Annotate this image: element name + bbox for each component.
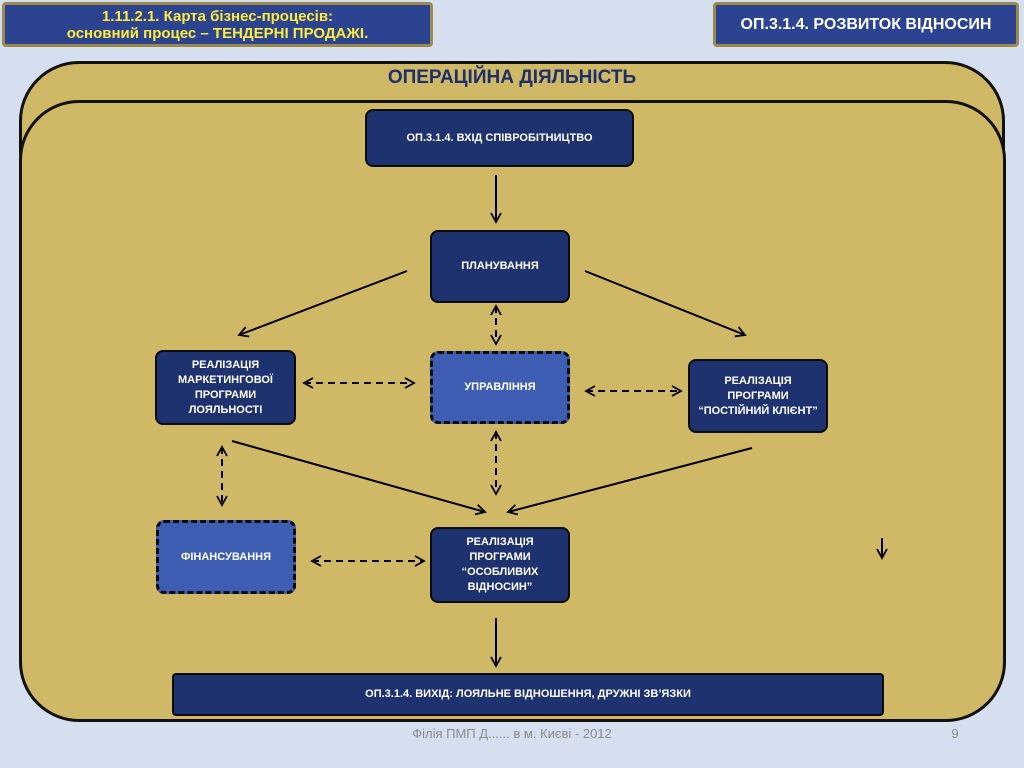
arrow-regular-client-to-special <box>506 447 753 516</box>
header-process-box: ОП.3.1.4. РОЗВИТОК ВІДНОСИН <box>713 2 1019 47</box>
node-input-label: ОП.3.1.4. ВХІД СПІВРОБІТНИЦТВО <box>406 131 593 144</box>
arrow-planning-to-loyalty <box>237 270 408 338</box>
node-input: ОП.3.1.4. ВХІД СПІВРОБІТНИЦТВО <box>365 109 634 167</box>
node-output-label: ОП.3.1.4. ВИХІД: ЛОЯЛЬНЕ ВІДНОШЕННЯ, ДРУ… <box>365 688 691 700</box>
header-title-line1: 1.11.2.1. Карта бізнес-процесів: <box>101 7 334 25</box>
page-number: 9 <box>951 726 959 741</box>
node-output: ОП.3.1.4. ВИХІД: ЛОЯЛЬНЕ ВІДНОШЕННЯ, ДРУ… <box>172 673 884 716</box>
node-management: УПРАВЛІННЯ <box>430 351 570 424</box>
node-loyalty-program: РЕАЛІЗАЦІЯ МАРКЕТИНГОВОЇ ПРОГРАМИ ЛОЯЛЬН… <box>155 350 296 425</box>
node-management-label: УПРАВЛІННЯ <box>464 381 536 393</box>
header-title-line2: основний процес – ТЕНДЕРНІ ПРОДАЖІ. <box>66 24 369 42</box>
node-financing-label: ФІНАНСУВАННЯ <box>180 550 272 563</box>
node-planning: ПЛАНУВАННЯ <box>430 230 570 303</box>
footer-text: Філія ПМП Д...... в м. Києві - 2012 <box>412 726 612 741</box>
header-title-box: 1.11.2.1. Карта бізнес-процесів: основни… <box>2 2 433 47</box>
node-regular-client-label: РЕАЛІЗАЦІЯ ПРОГРАМИ “ПОСТІЙНИЙ КЛІЄНТ” <box>698 374 818 417</box>
node-regular-client: РЕАЛІЗАЦІЯ ПРОГРАМИ “ПОСТІЙНИЙ КЛІЄНТ” <box>688 359 828 433</box>
arrow-planning-to-regular-client <box>584 270 747 338</box>
node-financing: ФІНАНСУВАННЯ <box>156 520 296 594</box>
node-loyalty-program-label: РЕАЛІЗАЦІЯ МАРКЕТИНГОВОЇ ПРОГРАМИ ЛОЯЛЬН… <box>178 358 273 416</box>
section-title: ОПЕРАЦІЙНА ДІЯЛЬНІСТЬ <box>387 67 637 88</box>
node-special-relations-label: РЕАЛІЗАЦІЯ ПРОГРАМИ “ОСОБЛИВИХ ВІДНОСИН” <box>461 536 539 593</box>
node-planning-label: ПЛАНУВАННЯ <box>461 260 539 272</box>
arrow-loyalty-to-special <box>231 440 487 516</box>
header-process-label: ОП.3.1.4. РОЗВИТОК ВІДНОСИН <box>740 16 992 33</box>
node-special-relations: РЕАЛІЗАЦІЯ ПРОГРАМИ “ОСОБЛИВИХ ВІДНОСИН” <box>430 527 570 603</box>
